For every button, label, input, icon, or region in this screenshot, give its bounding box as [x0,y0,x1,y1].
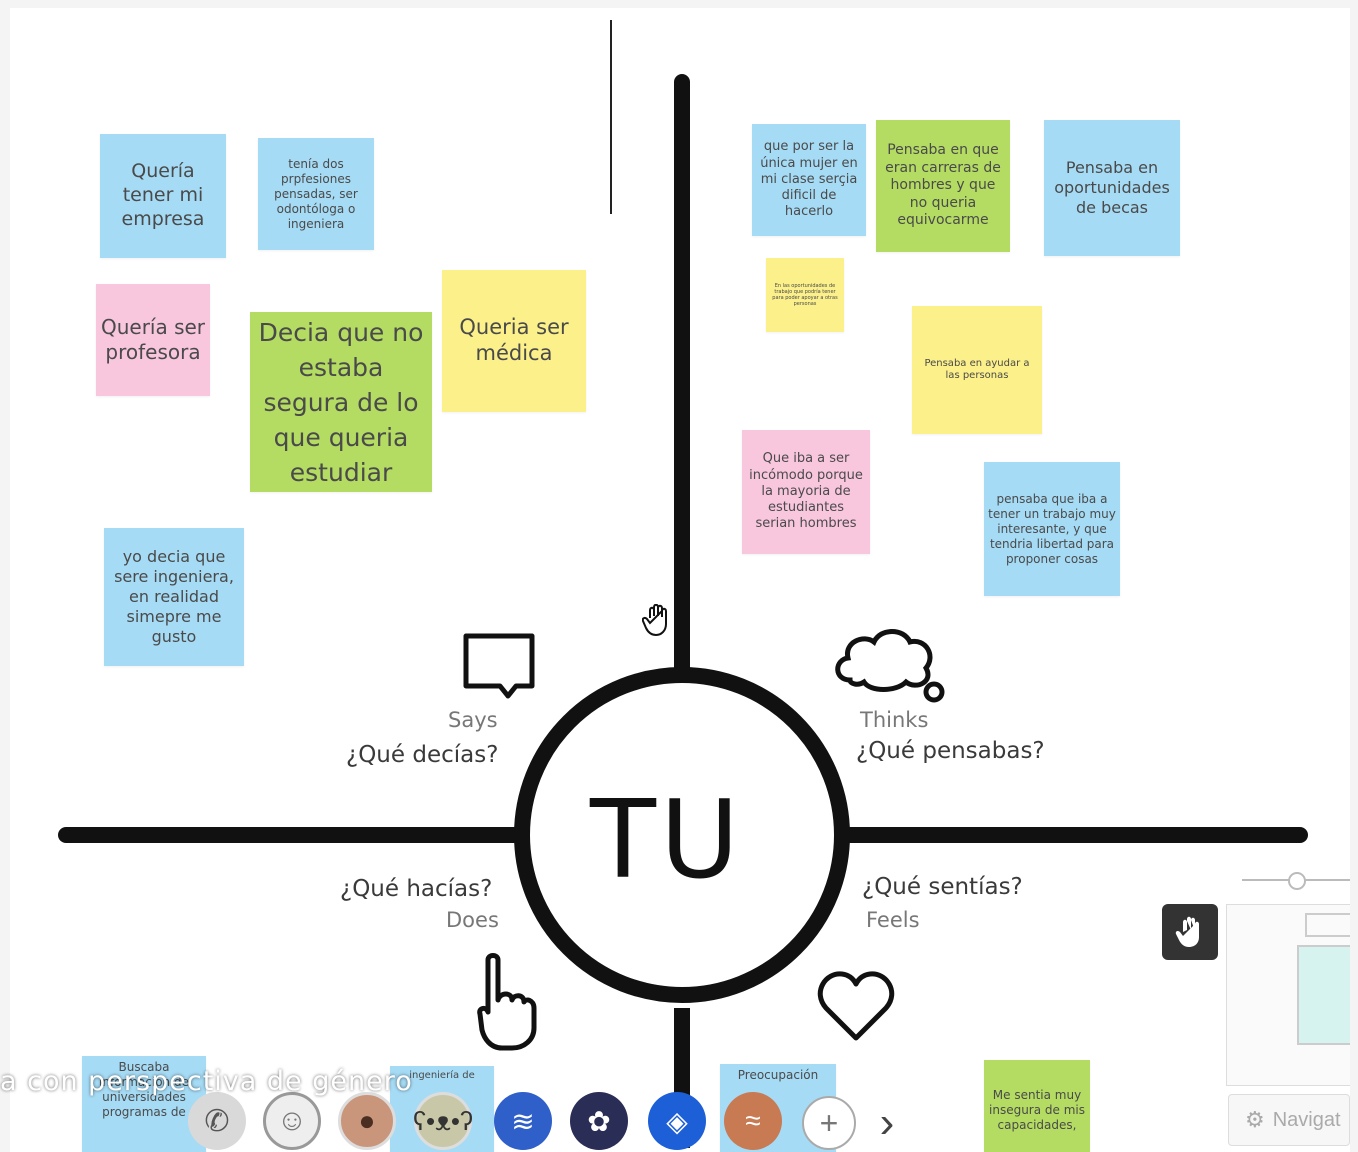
does-title: Does [446,908,499,932]
sticky-note[interactable]: yo decia que sere ingeniera, en realidad… [104,528,244,666]
minimap-viewport [1297,945,1350,1045]
hand-icon [1175,916,1199,947]
shrimp-icon: ≋ [511,1105,535,1137]
says-question: ¿Qué decías? [346,742,499,768]
navigator-label: Navigat [1272,1108,1341,1131]
sticky-note[interactable]: Decia que no estaba segura de lo que que… [250,312,432,492]
sticky-note[interactable]: que por ser la única mujer en mi clase s… [752,124,866,236]
sticky-note[interactable]: Me sentia muy insegura de mis capacidade… [984,1060,1090,1152]
user-avatar[interactable]: ● [338,1092,396,1150]
sticky-note[interactable]: Buscaba información de universidades pro… [82,1056,206,1152]
raccoon-avatar[interactable]: ◈ [648,1092,706,1150]
sticky-note[interactable]: Quería tener mi empresa [100,134,226,258]
video-caption: a con perspectiva de género [0,1066,413,1097]
phone-icon: ✆ [204,1104,230,1138]
more-button[interactable]: › [872,1096,902,1150]
raccoon-icon: ◈ [666,1105,688,1137]
empathy-map-diagram [58,20,1308,1148]
minimap-frame [1305,913,1350,937]
center-circle [514,667,850,1003]
speech-bubble-icon [463,633,535,699]
sticky-note[interactable]: Pensaba en ayudar a las personas [912,306,1042,434]
sticky-note[interactable]: Queria ser médica [442,270,586,412]
shark-avatar[interactable]: ≈ [724,1092,782,1150]
feels-question: ¿Qué sentías? [862,874,1023,900]
hand-tool-button[interactable] [1162,904,1218,960]
bear-avatar[interactable]: ʕ•ᴥ•ʔ [413,1092,473,1150]
sticky-note[interactable]: Quería ser profesora [96,284,210,396]
plus-icon: + [819,1104,839,1141]
shark-icon: ≈ [745,1105,761,1136]
shrimp-avatar[interactable]: ≋ [494,1092,552,1150]
ladybug-avatar[interactable]: ✿ [570,1092,628,1150]
sticky-note[interactable]: En las oportunidades de trabajo que podr… [766,258,844,332]
says-title: Says [448,708,498,732]
whiteboard-canvas[interactable]: TU Says ¿Qué decías? Thinks ¿Qué pensaba… [10,8,1350,1152]
sticky-note[interactable]: tenía dos prpfesiones pensadas, ser odon… [258,138,374,250]
heart-icon [817,971,895,1041]
reactions-button[interactable]: ☺ [263,1092,321,1150]
sticky-note[interactable]: Pensaba en que eran carreras de hombres … [876,120,1010,252]
thinks-title: Thinks [860,708,929,732]
person-icon: ● [358,1105,376,1136]
does-question: ¿Qué hacías? [340,876,493,902]
thinks-question: ¿Qué pensabas? [856,738,1045,764]
add-collaborator-button[interactable]: + [802,1096,856,1150]
center-label: TU [590,778,744,903]
feels-title: Feels [866,908,920,932]
zoom-handle[interactable] [1288,872,1306,890]
navigator-minimap[interactable] [1226,904,1350,1086]
bear-icon: ʕ•ᴥ•ʔ [413,1105,473,1136]
sticky-note[interactable]: Que iba a ser incómodo porque la mayoria… [742,430,870,554]
thought-cloud-icon [835,629,945,703]
sticky-note[interactable]: pensaba que iba a tener un trabajo muy i… [984,462,1120,596]
gear-icon: ⚙ [1245,1107,1265,1132]
emoji-icon: ☺ [276,1104,308,1137]
grab-cursor-icon [642,604,667,637]
zoom-slider[interactable] [1236,870,1350,890]
ladybug-icon: ✿ [587,1105,611,1137]
call-button[interactable]: ✆ [188,1092,246,1150]
pointing-hand-icon [477,953,537,1051]
sticky-note[interactable]: Pensaba en oportunidades de becas [1044,120,1180,256]
navigator-button[interactable]: ⚙ Navigat [1228,1094,1350,1146]
chevron-right-icon: › [879,1098,895,1147]
